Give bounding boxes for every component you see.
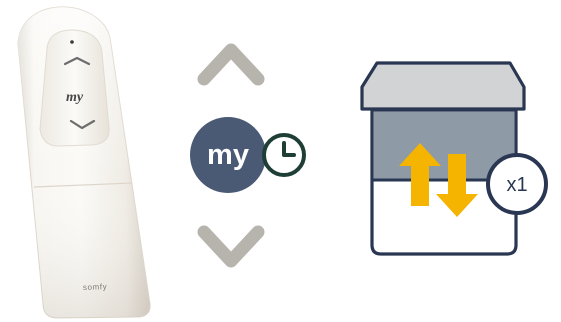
shutter-illustration: x1 [354, 56, 560, 260]
press-count-label: x1 [506, 174, 527, 196]
my-button-group: my [188, 115, 310, 197]
my-button-label: my [207, 139, 249, 171]
remote-control-graphic: my somfy [0, 0, 170, 322]
remote-control: my somfy [0, 0, 170, 322]
shutter-graphic: x1 [354, 56, 560, 260]
chevron-up-icon [196, 38, 266, 88]
shutter-cassette [362, 63, 524, 109]
remote-my-button[interactable]: my [66, 90, 84, 105]
my-button-graphic: my [188, 115, 310, 197]
chevron-down-icon [196, 223, 266, 273]
down-chevron [196, 223, 266, 273]
remote-indicator-led [70, 40, 74, 44]
remote-button-panel [40, 30, 109, 146]
up-chevron [196, 38, 266, 88]
remote-brand-label: somfy [83, 282, 108, 292]
